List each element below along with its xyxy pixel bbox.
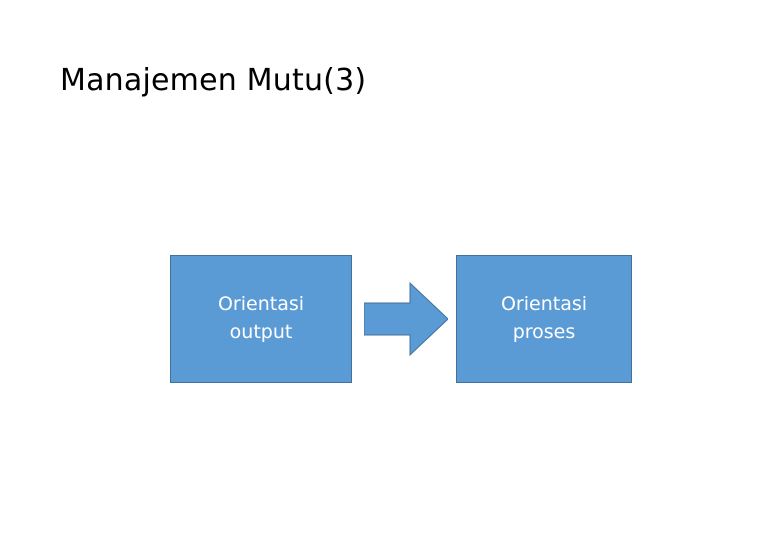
process-node-orientasi-output[interactable]: Orientasi output: [170, 255, 352, 383]
page-title: Manajemen Mutu(3): [60, 63, 367, 98]
process-node-orientasi-proses[interactable]: Orientasi proses: [456, 255, 632, 383]
right-arrow-icon: [363, 277, 449, 361]
process-node-label: Orientasi output: [217, 293, 305, 343]
process-node-label: Orientasi proses: [500, 293, 588, 343]
